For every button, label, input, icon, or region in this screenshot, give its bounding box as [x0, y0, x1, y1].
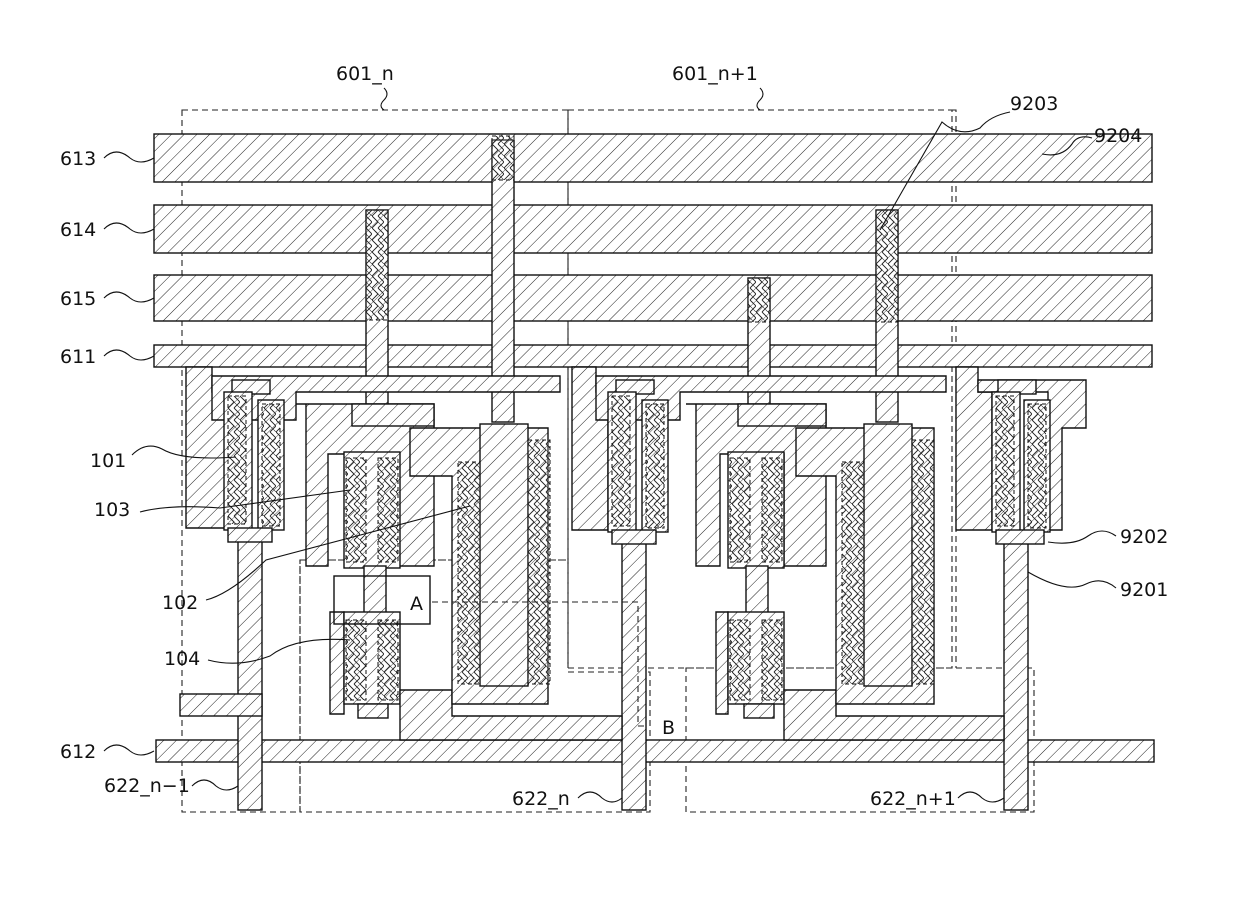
transistor-104-channel2-n1: [762, 620, 782, 700]
transistor-103-channel-n: [262, 404, 280, 526]
transistor-104-channel-n1: [730, 620, 750, 700]
label-9202: 9202: [1120, 526, 1168, 548]
via-614-n1: [876, 210, 898, 322]
label-613: 613: [60, 148, 96, 170]
gate-top-n: [352, 404, 434, 426]
label-9204: 9204: [1094, 125, 1142, 147]
link-102-104-n: [364, 566, 386, 618]
label-615: 615: [60, 288, 96, 310]
transistor-103-channel-n1: [646, 404, 664, 528]
cell-n2-structures: [956, 367, 1086, 544]
transistor-101-foot-n: [228, 528, 272, 542]
transistor-104-foot-n1: [744, 704, 774, 718]
transistor-101-channel-n1: [612, 396, 630, 526]
via-615-n1: [748, 278, 770, 322]
leader-signal-n-minus: [192, 780, 238, 790]
label-101: 101: [90, 450, 126, 472]
label-9203: 9203: [1010, 93, 1058, 115]
capacitor-edge-left-n1: [842, 462, 864, 684]
label-b: B: [662, 717, 675, 739]
leader-signal-n: [578, 792, 622, 802]
label-104: 104: [164, 648, 200, 670]
label-signal-n: 622_n: [512, 788, 570, 810]
leader-9202: [1048, 531, 1116, 543]
leader-cell-n: [381, 88, 387, 110]
label-614: 614: [60, 219, 96, 241]
wire-614: [154, 205, 1152, 253]
link-102-104-n1: [746, 566, 768, 618]
leader-614: [104, 223, 154, 233]
transistor-102-channel-n1: [730, 458, 750, 562]
leader-104: [208, 639, 350, 663]
label-a: A: [410, 593, 423, 615]
leader-611: [104, 350, 154, 360]
transistor-101-foot-n1: [612, 530, 656, 544]
transistor-102-channel-n: [346, 458, 366, 562]
signal-line-n: [622, 540, 646, 810]
leader-615: [104, 292, 154, 302]
label-cell-n: 601_n: [336, 63, 394, 85]
left-rail-104-n1: [716, 612, 728, 714]
label-611: 611: [60, 346, 96, 368]
transistor-9202-foot: [996, 530, 1044, 544]
label-signal-n-minus: 622_n−1: [104, 775, 190, 797]
leader-9201: [1028, 572, 1116, 588]
wire-615: [154, 275, 1152, 321]
signal-stub-n-minus: [180, 694, 262, 716]
leader-signal-n-plus: [958, 792, 1004, 802]
leader-613: [104, 152, 154, 162]
label-612: 612: [60, 741, 96, 763]
capacitor-plate-n1: [864, 424, 912, 686]
label-103: 103: [94, 499, 130, 521]
transistor-104-channel-n: [346, 620, 366, 700]
transistor-104-foot-n: [358, 704, 388, 718]
wire-613: [154, 134, 1152, 182]
capacitor-plate-n: [480, 424, 528, 686]
label-signal-n-plus: 622_n+1: [870, 788, 956, 810]
capacitor-edge-right-n1: [912, 440, 934, 684]
via-613-n: [492, 136, 514, 180]
capacitor-edge-left-n: [458, 462, 480, 684]
transistor-9202-channel2: [1028, 404, 1046, 528]
signal-line-n-plus: [1004, 540, 1028, 810]
capacitor-edge-right-n: [528, 440, 550, 684]
transistor-104-channel2-n: [378, 620, 398, 700]
via-614-n: [366, 210, 388, 320]
wire-611: [154, 345, 1152, 367]
transistor-102-channel2-n: [378, 458, 398, 562]
gate-top-n1: [738, 404, 826, 426]
label-9201: 9201: [1120, 579, 1168, 601]
label-cell-n1: 601_n+1: [672, 63, 758, 85]
leader-cell-n1: [757, 88, 763, 110]
label-102: 102: [162, 592, 198, 614]
transistor-9202-channel: [996, 396, 1014, 526]
leader-612: [104, 745, 154, 755]
left-rail-104-n: [330, 612, 344, 714]
transistor-102-channel2-n1: [762, 458, 782, 562]
